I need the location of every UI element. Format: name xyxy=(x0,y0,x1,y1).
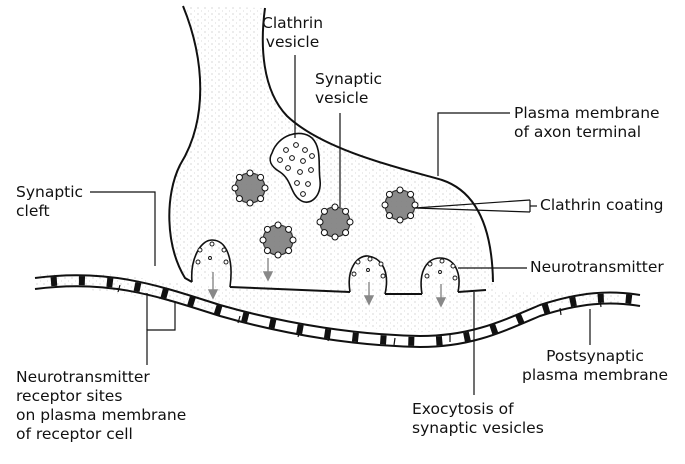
coated-vesicle xyxy=(317,204,353,240)
coated-vesicle xyxy=(382,187,418,223)
label-clathrin-coating: Clathrin coating xyxy=(540,196,664,215)
label-line: synaptic vesicles xyxy=(412,419,544,438)
label-line: Synaptic xyxy=(315,70,382,89)
label-line: on plasma membrane xyxy=(16,406,186,425)
label-line: Clathrin xyxy=(262,14,323,33)
label-line: vesicle xyxy=(315,89,382,108)
coated-vesicle xyxy=(260,222,296,258)
label-line: cleft xyxy=(16,202,83,221)
label-clathrin-vesicle: Clathrin vesicle xyxy=(262,14,323,52)
coated-vesicle xyxy=(232,170,268,206)
label-postsynaptic-membrane: Postsynaptic plasma membrane xyxy=(522,347,668,385)
label-line: vesicle xyxy=(262,33,323,52)
label-line: plasma membrane xyxy=(522,366,668,385)
axon-terminal-interior xyxy=(168,6,498,292)
label-neurotransmitter: Neurotransmitter xyxy=(530,258,664,277)
label-synaptic-cleft: Synaptic cleft xyxy=(16,183,83,221)
label-line: receptor sites xyxy=(16,387,186,406)
label-plasma-membrane-axon: Plasma membrane of axon terminal xyxy=(514,104,660,142)
label-line: of axon terminal xyxy=(514,123,660,142)
label-line: Plasma membrane xyxy=(514,104,660,123)
label-line: Exocytosis of xyxy=(412,400,544,419)
label-line: Postsynaptic xyxy=(522,347,668,366)
label-synaptic-vesicle: Synaptic vesicle xyxy=(315,70,382,108)
label-line: of receptor cell xyxy=(16,425,186,444)
label-exocytosis: Exocytosis of synaptic vesicles xyxy=(412,400,544,438)
label-line: Neurotransmitter xyxy=(16,368,186,387)
label-receptor-sites: Neurotransmitter receptor sites on plasm… xyxy=(16,368,186,444)
label-line: Synaptic xyxy=(16,183,83,202)
